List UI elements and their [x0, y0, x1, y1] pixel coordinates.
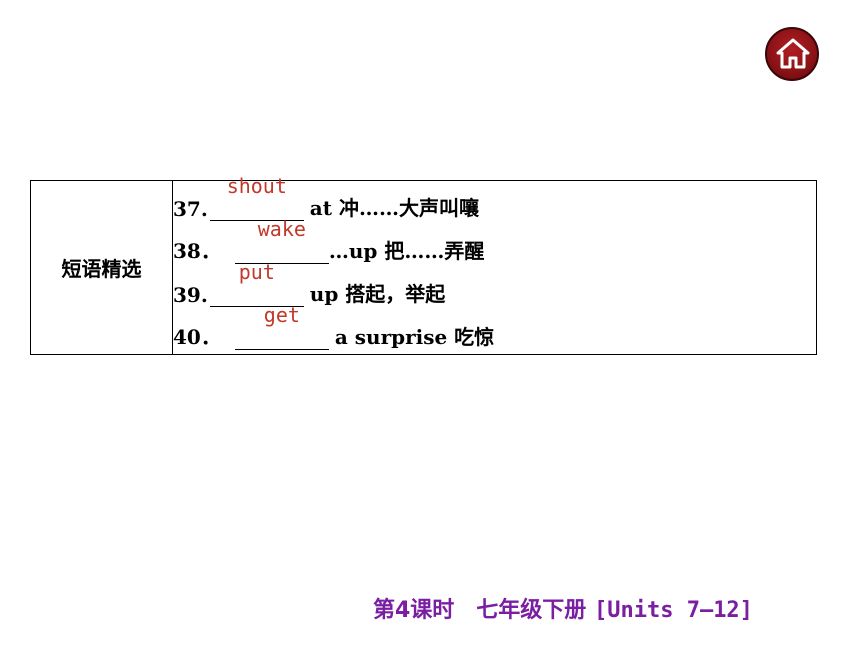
list-item: 39. put up 搭起，举起: [173, 260, 816, 311]
answer-blank: shout: [209, 174, 304, 221]
list-item: 37. shout at 冲……大声叫嚷: [173, 174, 816, 225]
answer-blank: wake: [234, 217, 329, 264]
phrase-list: 37. shout at 冲……大声叫嚷 38． wake …up 把……弄醒 …: [172, 174, 817, 355]
item-text: …up 把……弄醒: [328, 238, 485, 263]
list-item: 38． wake …up 把……弄醒: [173, 217, 816, 268]
answer-blank: get: [234, 303, 329, 350]
item-number: 37.: [173, 196, 208, 221]
category-label: 短语精选: [30, 180, 173, 355]
answer-blank: put: [209, 260, 304, 307]
lesson-footer: 第4课时 七年级下册 [Units 7—12]: [373, 592, 753, 624]
item-text: up 搭起，举起: [309, 281, 446, 306]
item-text: a surprise 吃惊: [334, 324, 495, 349]
list-item: 40． get a surprise 吃惊: [173, 303, 816, 354]
item-number: 38．: [173, 238, 221, 263]
answer-text: shout: [226, 173, 287, 198]
home-icon: [776, 38, 810, 69]
lesson-label: 第4课时 七年级下册: [373, 598, 587, 623]
item-number: 40．: [173, 324, 221, 349]
answer-text: wake: [257, 216, 306, 241]
answer-text: get: [263, 302, 300, 327]
answer-text: put: [238, 259, 275, 284]
item-number: 39.: [173, 282, 208, 307]
home-button[interactable]: [765, 27, 819, 81]
phrase-table: 短语精选 37. shout at 冲……大声叫嚷 38． wake …up 把…: [30, 174, 817, 355]
item-text: at 冲……大声叫嚷: [309, 195, 479, 220]
units-label: [Units 7—12]: [593, 598, 753, 623]
